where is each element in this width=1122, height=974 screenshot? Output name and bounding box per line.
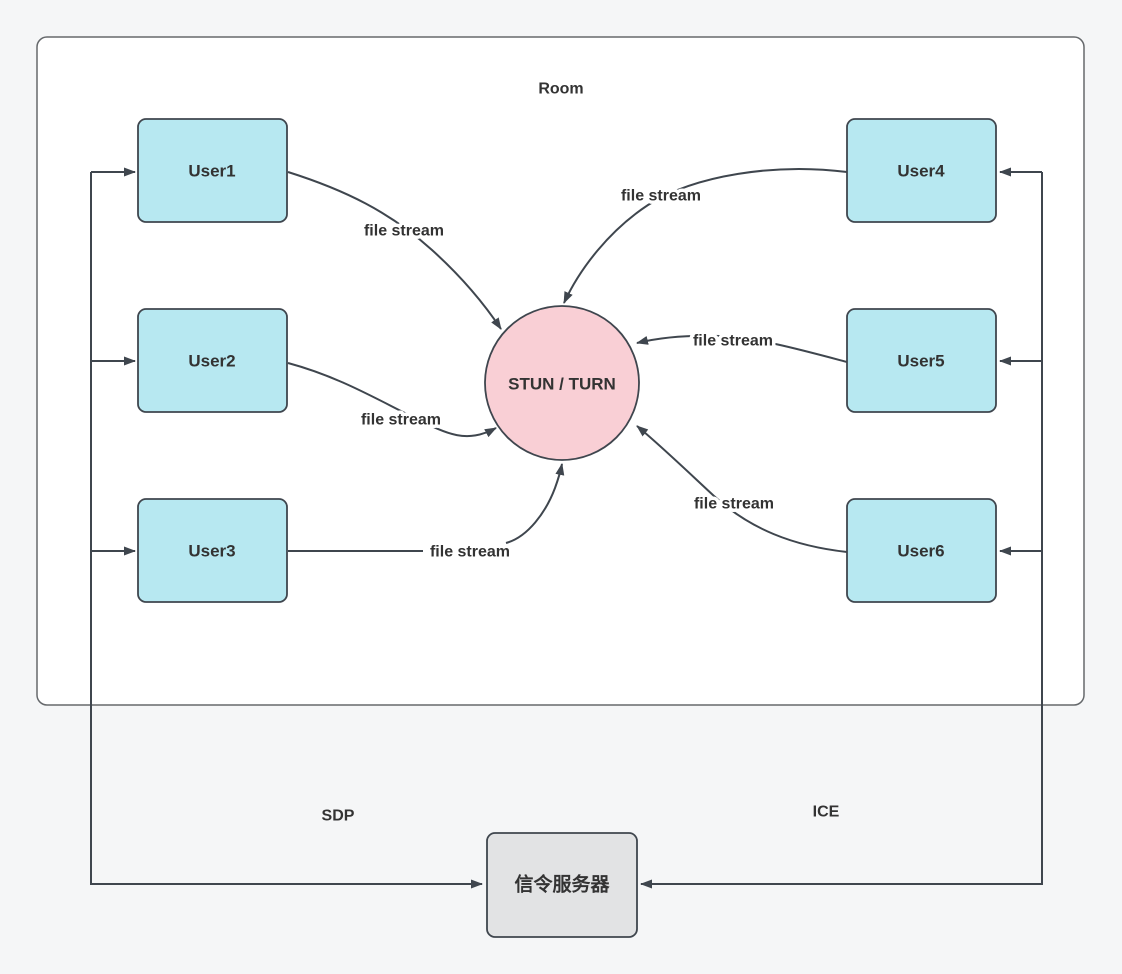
sdp-label: SDP <box>322 808 355 825</box>
file-stream-label-user2: file stream <box>361 412 441 429</box>
stun-turn-circle <box>484 305 640 461</box>
user-node-user4: User4 <box>846 118 997 223</box>
ice-label: ICE <box>813 804 840 821</box>
file-stream-label-user3: file stream <box>430 544 510 561</box>
stun-turn-label: STUN / TURN <box>508 375 616 394</box>
file-stream-label-user5: file stream <box>693 333 773 350</box>
user5-label: User5 <box>897 352 944 371</box>
user6-label: User6 <box>897 542 944 561</box>
user4-label: User4 <box>897 162 945 181</box>
user1-box <box>137 118 288 223</box>
file-stream-label-user4: file stream <box>621 188 701 205</box>
sdp-connector <box>90 167 483 889</box>
user6-box <box>846 498 997 603</box>
ice-connector-main-line <box>640 172 1043 889</box>
user2-box <box>137 308 288 413</box>
room-label: Room <box>538 81 583 98</box>
user1-label: User1 <box>188 162 235 181</box>
file-stream-label-user6: file stream <box>694 496 774 513</box>
stun-turn-node: STUN / TURN <box>484 305 640 461</box>
user5-box <box>846 308 997 413</box>
ice-connector <box>640 167 1043 889</box>
edge-user4-to-stun <box>563 168 848 304</box>
file-stream-edges <box>287 168 848 553</box>
user-node-user2: User2 <box>137 308 288 413</box>
user2-label: User2 <box>188 352 235 371</box>
sdp-connector-main-line <box>90 172 483 889</box>
signal-server-box <box>486 832 638 938</box>
user4-box <box>846 118 997 223</box>
edge-user3-to-stun <box>505 463 565 544</box>
user-node-user5: User5 <box>846 308 997 413</box>
signal-server-label: 信令服务器 <box>514 873 610 896</box>
user3-label: User3 <box>188 542 235 561</box>
user-node-user3: User3 <box>137 498 288 603</box>
file-stream-label-user1: file stream <box>364 223 444 240</box>
edge-user6-to-stun <box>636 425 848 553</box>
signal-server-node: 信令服务器 <box>486 832 638 938</box>
user3-box <box>137 498 288 603</box>
edge-user1-to-stun <box>287 171 502 330</box>
user-node-user1: User1 <box>137 118 288 223</box>
edge-labels: file stream file stream file stream file… <box>322 184 840 825</box>
edge-user5-to-stun <box>636 334 848 363</box>
edge-user2-to-stun <box>287 362 497 438</box>
user-node-user6: User6 <box>846 498 997 603</box>
